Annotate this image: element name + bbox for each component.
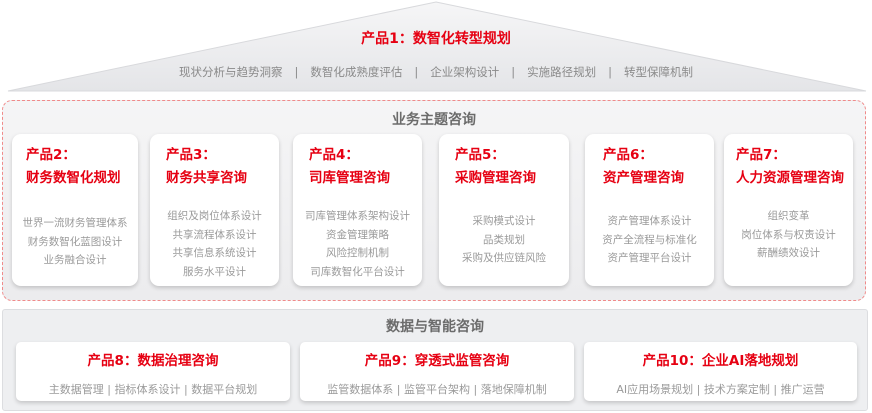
product-item: 采购及供应链风险	[462, 252, 546, 264]
product-name: 采购管理咨询	[455, 170, 536, 186]
product-name: 资产管理咨询	[603, 170, 684, 186]
product-title: 产品8：数据治理咨询	[87, 353, 219, 369]
product-card[interactable]: 产品8：数据治理咨询主数据管理 | 指标体系设计 | 数据平台规划	[16, 342, 290, 401]
separator: |	[294, 65, 299, 79]
product-card[interactable]: 产品2： 财务数智化规划 世界一流财务管理体系财务数智化蓝图设计业务融合设计	[12, 134, 138, 286]
product-item: 司库数智化平台设计	[310, 265, 405, 278]
product-item: 品类规划	[483, 233, 525, 246]
product-item: 岗位体系与权责设计	[741, 228, 836, 241]
roof-item: 现状分析与趋势洞察	[179, 65, 283, 79]
product-card[interactable]: 产品7： 人力资源管理咨询 组织变革岗位体系与权责设计薪酬绩效设计	[724, 134, 853, 286]
product-item: 资产全流程与标准化	[602, 233, 697, 246]
roof-item: 数智化成熟度评估	[310, 65, 403, 79]
product-subtitle: 监管数据体系 | 监管平台架构 | 落地保障机制	[327, 383, 547, 396]
product-card[interactable]: 产品3： 财务共享咨询 组织及岗位体系设计共享流程体系设计共享信息系统设计服务水平…	[150, 134, 279, 286]
section-title: 数据与智能咨询	[386, 319, 484, 335]
product-name: 财务共享咨询	[166, 170, 247, 186]
product-label: 产品2：	[26, 147, 76, 163]
product-card[interactable]: 产品10：企业AI落地规划 AI应用场景规划 | 技术方案定制 | 推广运营	[584, 342, 857, 401]
product-item: 业务融合设计	[43, 254, 107, 266]
product-item: 司库管理体系架构设计	[305, 210, 410, 222]
product-card[interactable]: 产品4： 司库管理咨询 司库管理体系架构设计资金管理策略风险控制机制司库数智化平台…	[293, 134, 422, 286]
section-title: 业务主题咨询	[392, 112, 476, 128]
product-1-title: 产品1：数智化转型规划	[361, 31, 511, 47]
roof-item: 企业架构设计	[430, 65, 500, 79]
product-label: 产品5：	[455, 147, 505, 163]
product-item: 共享信息系统设计	[172, 247, 257, 259]
product-item: 服务水平设计	[183, 265, 246, 278]
product-1-items: 现状分析与趋势洞察 | 数智化成熟度评估 | 企业架构设计 | 实施路径规划 | 转型保障机制	[0, 64, 872, 80]
product-label: 产品3：	[166, 147, 216, 163]
product-label: 产品7：	[736, 147, 786, 163]
product-name: 司库管理咨询	[309, 170, 390, 186]
product-item: 世界一流财务管理体系	[22, 217, 128, 229]
product-name: 人力资源管理咨询	[736, 170, 844, 186]
roof-item: 转型保障机制	[624, 65, 693, 79]
product-item: 采购模式设计	[472, 215, 536, 227]
product-item: 共享流程体系设计	[172, 228, 257, 241]
separator: |	[414, 65, 419, 79]
product-label: 产品4：	[309, 147, 359, 163]
data-intelligence-section: 数据与智能咨询 产品8：数据治理咨询主数据管理 | 指标体系设计 | 数据平台规…	[2, 309, 868, 411]
product-title: 产品10：企业AI落地规划	[642, 353, 799, 369]
separator: |	[511, 65, 516, 79]
roof-triangle	[7, 1, 867, 92]
product-item: 财务数智化蓝图设计	[27, 235, 123, 248]
product-subtitle: AI应用场景规划 | 技术方案定制 | 推广运营	[616, 383, 825, 396]
product-label: 产品6：	[603, 147, 653, 163]
product-item: 薪酬绩效设计	[757, 247, 820, 259]
product-title: 产品9：穿透式监管咨询	[364, 353, 510, 369]
product-item: 资金管理策略	[326, 228, 389, 241]
product-subtitle: 主数据管理 | 指标体系设计 | 数据平台规划	[48, 383, 258, 396]
product-card[interactable]: 产品9：穿透式监管咨询监管数据体系 | 监管平台架构 | 落地保障机制	[300, 342, 574, 401]
product-item: 组织变革	[767, 210, 810, 222]
product-item: 资产管理体系设计	[607, 215, 692, 227]
separator: |	[608, 65, 612, 79]
product-name: 财务数智化规划	[26, 170, 121, 186]
product-card[interactable]: 产品5： 采购管理咨询 采购模式设计品类规划采购及供应链风险	[439, 134, 569, 286]
product-item: 风险控制机制	[326, 247, 389, 259]
roof-item: 实施路径规划	[527, 65, 597, 79]
product-item: 资产管理平台设计	[607, 252, 692, 264]
product-card[interactable]: 产品6： 资产管理咨询 资产管理体系设计资产全流程与标准化资产管理平台设计	[585, 134, 714, 286]
product-item: 组织及岗位体系设计	[167, 210, 262, 222]
business-consulting-section: 业务主题咨询 产品2： 财务数智化规划 世界一流财务管理体系财务数智化蓝图设计业务…	[2, 100, 866, 301]
